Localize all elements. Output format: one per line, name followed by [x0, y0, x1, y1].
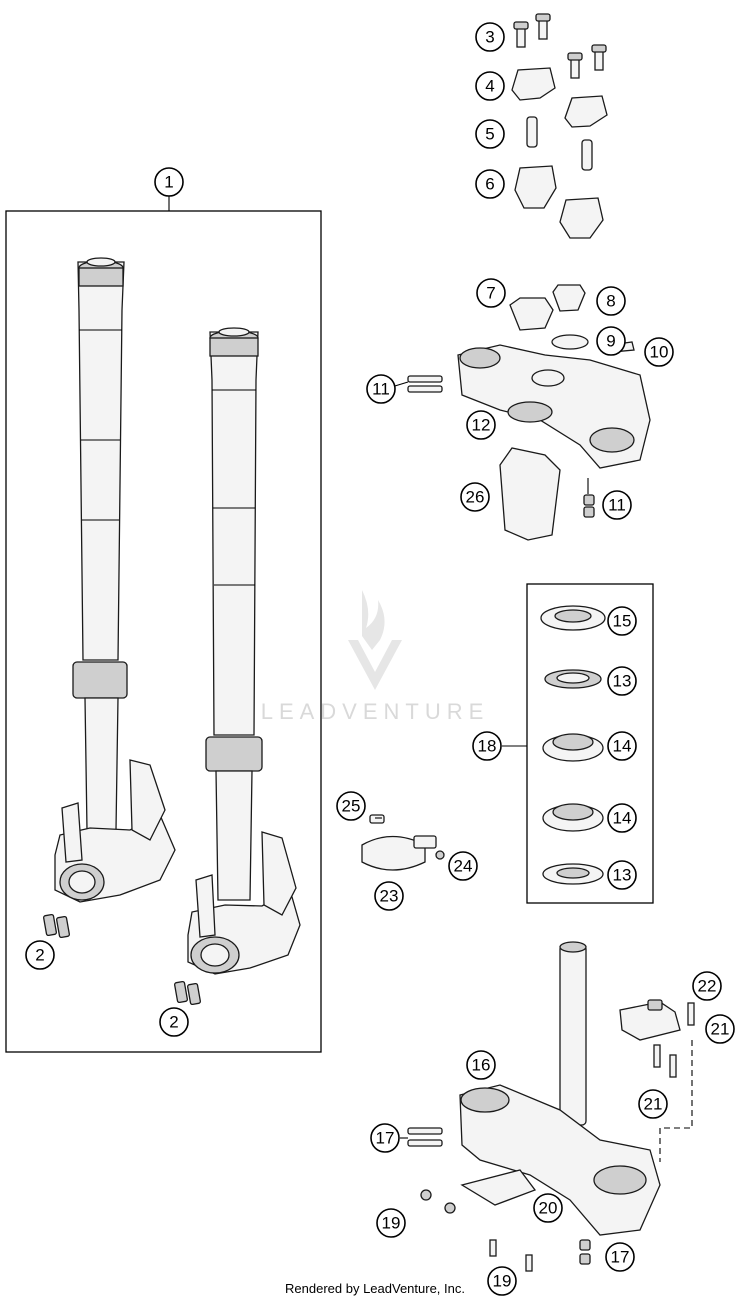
callout-7: 7: [476, 278, 506, 308]
callout-5-label: 5: [485, 125, 494, 144]
pinch-bolts-right: [174, 980, 201, 1006]
callout-24: 24: [448, 851, 478, 881]
lower-triple-clamp-group: [407, 941, 695, 1272]
hose-clamp-group: [361, 814, 445, 871]
callout-12: 12: [466, 410, 496, 440]
callout-13-top: 13: [607, 666, 637, 696]
leadventure-watermark: LEADVENTURE: [261, 590, 490, 724]
callout-1: 1: [154, 167, 184, 197]
bearing-parts: [540, 605, 606, 885]
callout-21-left: 21: [638, 1089, 668, 1119]
callout-4: 4: [475, 71, 505, 101]
callout-4-label: 4: [485, 77, 494, 96]
callout-16: 16: [466, 1050, 496, 1080]
callout-21-right: 21: [705, 1014, 735, 1044]
callout-11-bottom: 11: [602, 490, 632, 520]
callout-9: 9: [596, 326, 626, 356]
watermark-text: LEADVENTURE: [261, 699, 490, 724]
callout-20-label: 20: [539, 1199, 558, 1218]
callout-3-label: 3: [485, 28, 494, 47]
leader-lines: [375, 381, 409, 1139]
callout-25: 25: [336, 791, 366, 821]
callout-6: 6: [475, 169, 505, 199]
callout-19-top: 19: [376, 1208, 406, 1238]
callout-8-label: 8: [606, 292, 615, 311]
handlebar-clamp-parts: [511, 13, 608, 239]
callout-26: 26: [460, 482, 490, 512]
callout-20: 20: [533, 1193, 563, 1223]
callout-13-bottom: 13: [607, 860, 637, 890]
callout-7-label: 7: [486, 284, 495, 303]
callout-17-label: 17: [611, 1248, 630, 1267]
callout-8: 8: [596, 286, 626, 316]
callout-22-label: 22: [698, 977, 717, 996]
callout-13-label: 13: [613, 672, 632, 691]
callout-14-top: 14: [607, 731, 637, 761]
callout-2-left: 2: [25, 940, 55, 970]
callout-6-label: 6: [485, 175, 494, 194]
callout-18-label: 18: [478, 737, 497, 756]
bearing-kit-frame: [526, 583, 654, 904]
callout-12-label: 12: [472, 416, 491, 435]
callout-13-label: 13: [613, 866, 632, 885]
callout-16-label: 16: [472, 1056, 491, 1075]
left-fork-leg: [54, 257, 176, 903]
callout-14-label: 14: [613, 809, 632, 828]
callout-9-label: 9: [606, 332, 615, 351]
callout-21-label: 21: [644, 1095, 663, 1114]
callout-2-right: 2: [159, 1007, 189, 1037]
footer-credit: Rendered by LeadVenture, Inc.: [285, 1281, 465, 1296]
callout-22: 22: [692, 971, 722, 1001]
upper-triple-clamp-group: [407, 284, 651, 541]
callout-24-label: 24: [454, 857, 473, 876]
callout-21-label: 21: [711, 1020, 730, 1039]
callout-10: 10: [644, 337, 674, 367]
fork-assembly-frame: [5, 210, 322, 1053]
callout-1-label: 1: [164, 173, 173, 192]
callout-11-top: 11: [366, 374, 396, 404]
callout-5: 5: [475, 119, 505, 149]
callout-18: 18: [472, 731, 502, 761]
callout-3: 3: [475, 22, 505, 52]
callout-23: 23: [374, 881, 404, 911]
callout-17-top: 17: [370, 1123, 400, 1153]
callout-14-bottom: 14: [607, 803, 637, 833]
callout-14-label: 14: [613, 737, 632, 756]
pinch-bolts-left: [43, 913, 70, 939]
callout-15: 15: [607, 606, 637, 636]
callout-25-label: 25: [342, 797, 361, 816]
callout-15-label: 15: [613, 612, 632, 631]
callout-26-label: 26: [466, 488, 485, 507]
callout-10-label: 10: [650, 343, 669, 362]
callout-17-label: 17: [376, 1129, 395, 1148]
callout-2-label: 2: [169, 1013, 178, 1032]
callout-11-label: 11: [608, 496, 626, 515]
callout-17-bottom: 17: [605, 1242, 635, 1272]
callout-19-label: 19: [493, 1272, 512, 1291]
callout-11-label: 11: [372, 380, 390, 399]
right-fork-leg: [187, 327, 301, 975]
callout-2-label: 2: [35, 946, 44, 965]
callout-19-bottom: 19: [487, 1266, 517, 1296]
callout-23-label: 23: [380, 887, 399, 906]
callout-19-label: 19: [382, 1214, 401, 1233]
